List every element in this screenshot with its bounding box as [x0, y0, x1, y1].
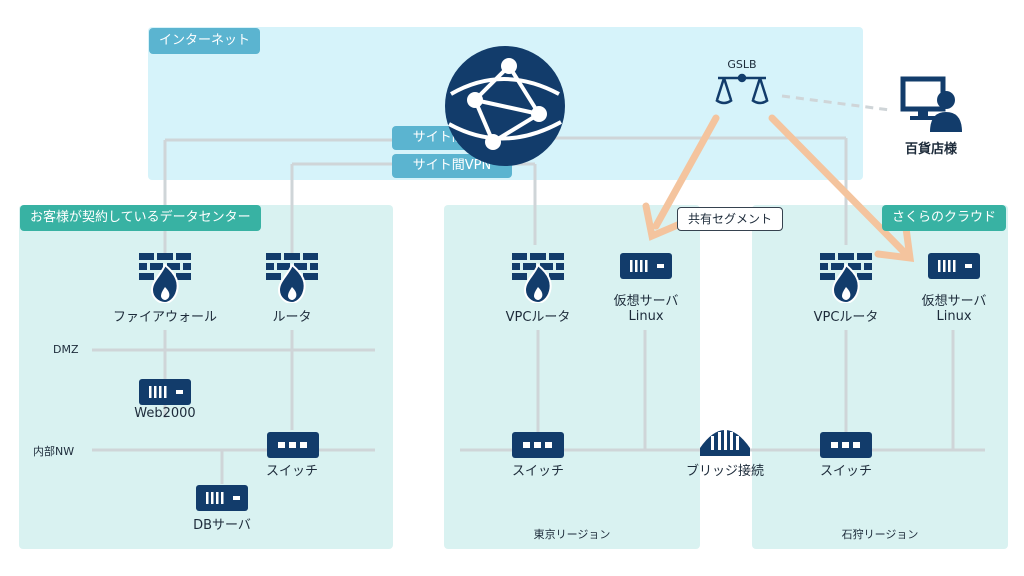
bridge-label: ブリッジ接続 — [685, 464, 764, 479]
customer-pc-icon — [900, 76, 962, 132]
ishikari-vpc-router-label: VPCルータ — [813, 310, 879, 325]
ishikari-switch-label: スイッチ — [819, 464, 872, 479]
firewall-label: ファイアウォール — [112, 310, 217, 325]
switch-icon — [820, 432, 872, 458]
ishikari-region-label: 石狩リージョン — [841, 528, 919, 541]
dc-switch-label: スイッチ — [265, 464, 318, 479]
router-icon — [266, 253, 318, 303]
web-server-label: Web2000 — [134, 406, 196, 421]
shared-segment-label: 共有セグメント — [677, 207, 784, 231]
firewall-icon — [139, 253, 191, 303]
vpc-router-icon — [512, 253, 564, 303]
web-server-icon — [139, 379, 191, 405]
ishikari-vm-label: 仮想サーバ — [921, 294, 987, 309]
bridge-icon — [700, 430, 750, 456]
tokyo-switch-label: スイッチ — [511, 464, 564, 479]
switch-icon — [267, 432, 319, 458]
switch-icon — [512, 432, 564, 458]
tokyo-vm-os-label: Linux — [628, 309, 664, 324]
router-label: ルータ — [272, 310, 312, 325]
gslb-label: GSLB — [727, 58, 757, 71]
tokyo-vm-label: 仮想サーバ — [613, 294, 679, 309]
internet-zone-label: インターネット — [149, 28, 261, 54]
globe-icon — [445, 46, 565, 166]
datacenter-zone-label: お客様が契約しているデータセンター — [20, 205, 261, 231]
customer-label: 百貨店様 — [904, 142, 957, 157]
scale-icon — [715, 73, 769, 105]
virtual-server-icon — [928, 253, 980, 279]
internal-nw-label: 内部NW — [33, 445, 75, 458]
sakura-cloud-label: さくらのクラウド — [882, 205, 1007, 231]
db-server-label: DBサーバ — [193, 518, 251, 533]
tokyo-vpc-router-label: VPCルータ — [505, 310, 571, 325]
vpc-router-icon — [820, 253, 872, 303]
ishikari-vm-os-label: Linux — [936, 309, 972, 324]
tokyo-region-label: 東京リージョン — [533, 528, 611, 541]
db-server-icon — [196, 485, 248, 511]
dmz-label: DMZ — [53, 343, 79, 356]
virtual-server-icon — [620, 253, 672, 279]
